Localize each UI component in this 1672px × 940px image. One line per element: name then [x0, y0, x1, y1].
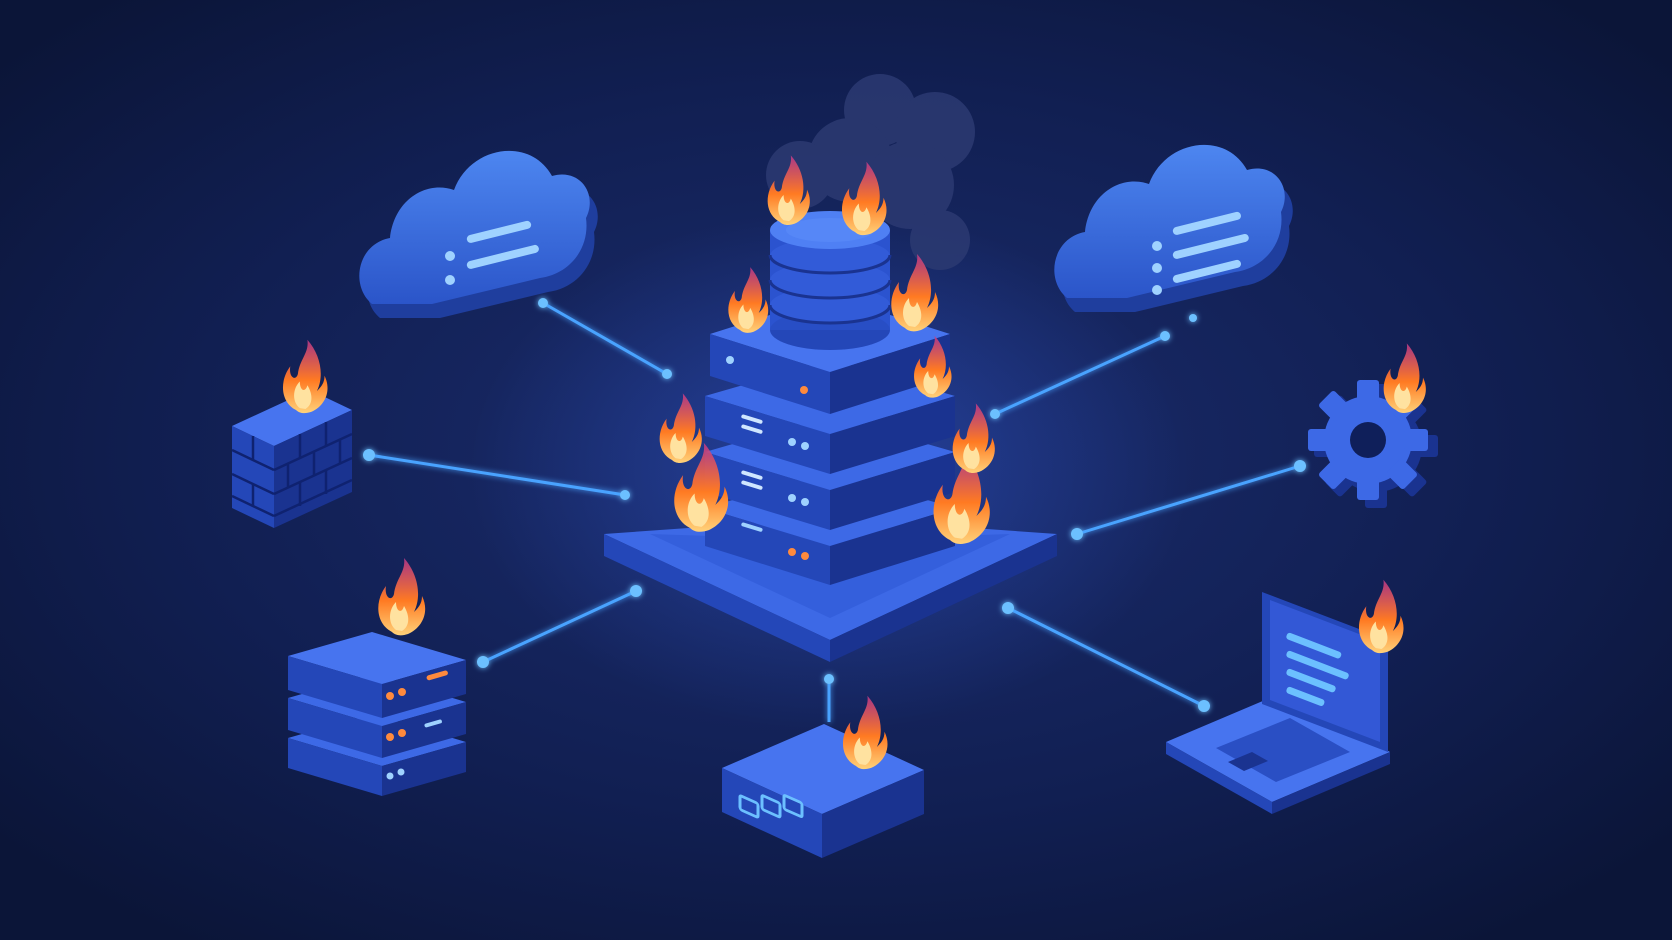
link-node: [1071, 528, 1083, 540]
network-switch-icon: [722, 695, 924, 858]
link-node: [477, 656, 489, 668]
link-node: [824, 674, 834, 684]
link-node: [1160, 331, 1170, 341]
link-firewall: [368, 453, 626, 497]
link-server-rack: [482, 589, 637, 664]
cloud-storage-icon: [359, 150, 598, 318]
connection-lines: [363, 298, 1306, 722]
link-cloud-right: [994, 334, 1166, 416]
link-node: [1198, 700, 1210, 712]
firewall-icon: [231, 339, 353, 528]
link-node: [538, 298, 548, 308]
link-node: [1189, 314, 1197, 322]
cloud-storage-icon: [1054, 144, 1293, 312]
link-node: [990, 409, 1000, 419]
smoke-icon: [766, 74, 975, 270]
link-node: [1294, 460, 1306, 472]
link-gear: [1076, 464, 1301, 536]
link-node: [363, 449, 375, 461]
laptop-icon: [1166, 579, 1404, 814]
server-rack-icon: [288, 558, 466, 796]
link-node: [630, 585, 642, 597]
link-cloud-left: [542, 301, 668, 376]
gear-icon: [1308, 343, 1438, 508]
link-node: [1002, 602, 1014, 614]
link-laptop: [1007, 606, 1205, 708]
database-server-stack-icon: [604, 74, 1057, 662]
link-node: [620, 490, 630, 500]
link-node: [662, 369, 672, 379]
